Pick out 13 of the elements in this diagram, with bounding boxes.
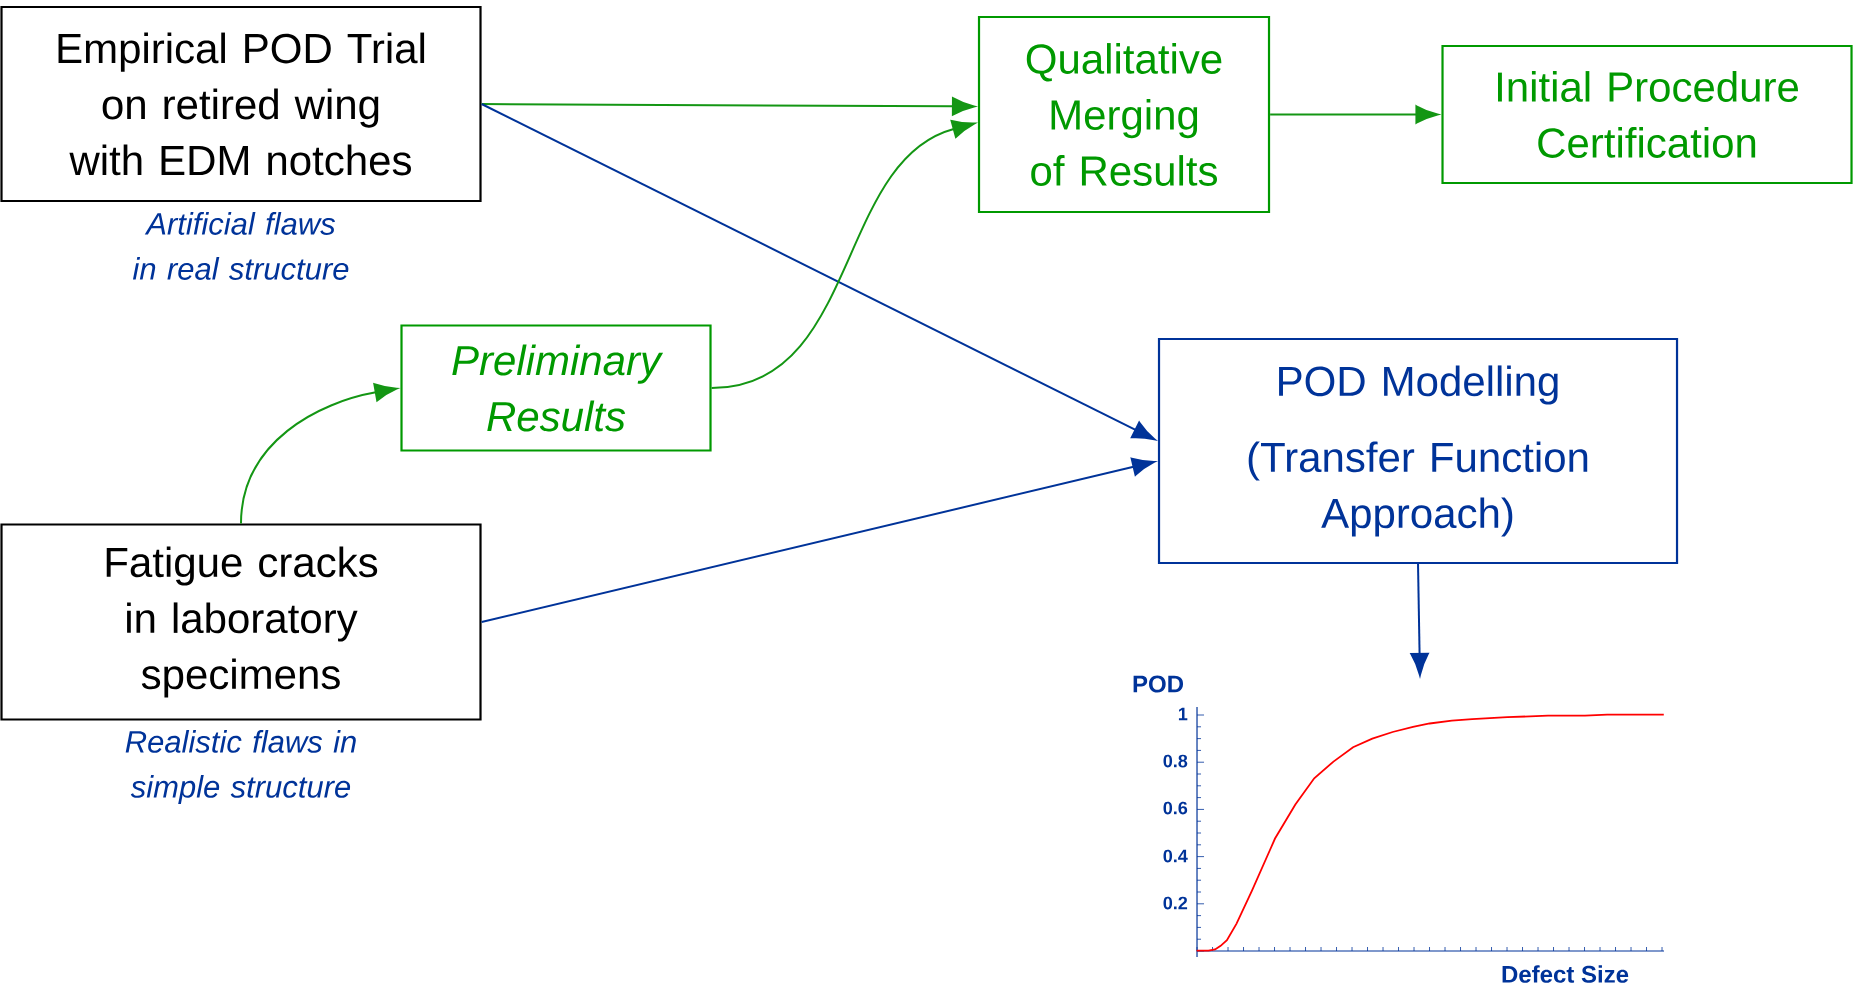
caption-text: Realistic flaws in simple structure [125,730,356,804]
process-box: POD Modelling (Transfer Function Approach) [1157,337,1679,565]
process-box: Fatigue cracks in laboratory specimens [0,523,482,721]
arrow [480,457,1155,623]
arrow [1410,563,1429,676]
arrow [240,383,398,525]
process-box: Initial Procedure Certification [1441,44,1853,185]
result-box: Preliminary Results [400,324,712,452]
process-box: Qualitative Merging of Results [977,15,1271,214]
caption-text: Artificial flaws in real structure [132,212,349,280]
axis-label: POD [1133,675,1183,693]
process-box: Empirical POD Trial on retired wing with EDM notches [0,5,482,203]
chart-drawing [1195,706,1665,958]
